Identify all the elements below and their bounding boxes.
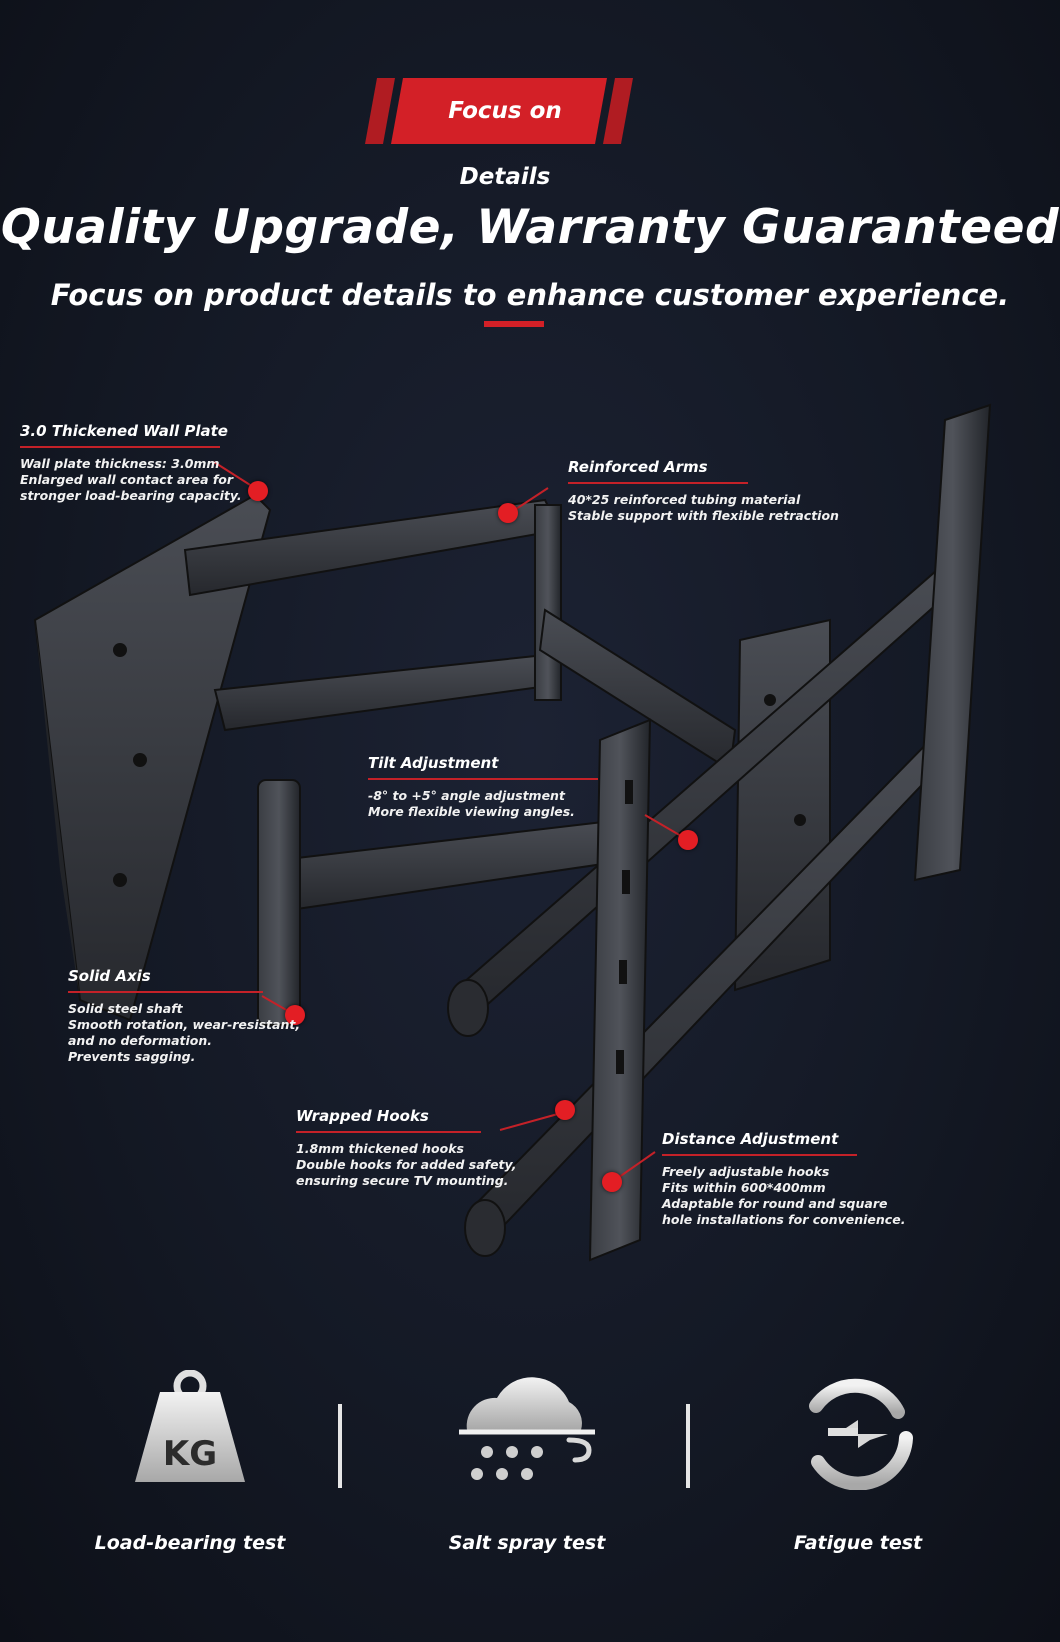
callout-line: -8° to +5° angle adjustment bbox=[368, 788, 565, 803]
callout-title: Solid Axis bbox=[68, 967, 151, 985]
callout-line: Prevents sagging. bbox=[68, 1049, 196, 1064]
feature-label: Salt spray test bbox=[448, 1532, 606, 1554]
callout-line: 40*25 reinforced tubing material bbox=[568, 492, 801, 507]
callout-body: 1.8mm thickened hooks Double hooks for a… bbox=[296, 1141, 516, 1189]
page-subheadline: Focus on product details to enhance cust… bbox=[50, 278, 1010, 312]
callout-body: Freely adjustable hooks Fits within 600*… bbox=[662, 1164, 905, 1228]
tv-wall-mount-illustration bbox=[33, 403, 992, 1262]
callout-line: Wall plate thickness: 3.0mm bbox=[20, 456, 220, 471]
callout-title: 3.0 Thickened Wall Plate bbox=[20, 422, 228, 440]
callout-line: Fits within 600*400mm bbox=[662, 1180, 826, 1195]
feature-label: Load-bearing test bbox=[94, 1532, 286, 1554]
callout-title: Wrapped Hooks bbox=[296, 1107, 429, 1125]
callout-line: stronger load-bearing capacity. bbox=[20, 488, 242, 503]
callout-title: Tilt Adjustment bbox=[368, 754, 499, 772]
badge-label: Focus on Details bbox=[448, 98, 562, 190]
feature-label: Fatigue test bbox=[793, 1532, 923, 1554]
marker-dot-wrapped-hooks bbox=[555, 1100, 575, 1120]
callout-line: Enlarged wall contact area for bbox=[20, 472, 234, 487]
callout-divider bbox=[662, 1154, 857, 1156]
callout-solid-axis: Solid Axis Solid steel shaft Smooth rota… bbox=[68, 967, 300, 1065]
callout-line: Adaptable for round and square bbox=[662, 1196, 888, 1211]
callout-body: 40*25 reinforced tubing material Stable … bbox=[568, 492, 839, 524]
rotation-cycle-icon bbox=[809, 1378, 913, 1491]
page-headline: Quality Upgrade, Warranty Guaranteed bbox=[0, 200, 1060, 255]
callout-line: More flexible viewing angles. bbox=[368, 804, 575, 819]
callout-body: -8° to +5° angle adjustment More flexibl… bbox=[368, 788, 598, 820]
marker-dot-wall-plate bbox=[248, 481, 268, 501]
marker-dot-distance-adjustment bbox=[602, 1172, 622, 1192]
callout-body: Wall plate thickness: 3.0mm Enlarged wal… bbox=[20, 456, 242, 504]
feature-separator bbox=[338, 1404, 342, 1488]
callout-line: and no deformation. bbox=[68, 1033, 213, 1048]
callout-wrapped-hooks: Wrapped Hooks 1.8mm thickened hooks Doub… bbox=[296, 1107, 516, 1189]
callout-divider bbox=[68, 991, 263, 993]
callout-divider bbox=[368, 778, 598, 780]
callout-line: ensuring secure TV mounting. bbox=[296, 1173, 509, 1188]
accent-underline bbox=[484, 321, 544, 327]
callout-line: Smooth rotation, wear-resistant, bbox=[68, 1017, 301, 1032]
marker-dot-solid-axis bbox=[285, 1005, 305, 1025]
callout-line: Stable support with flexible retraction bbox=[568, 508, 839, 523]
callout-divider bbox=[568, 482, 748, 484]
callout-line: Freely adjustable hooks bbox=[662, 1164, 830, 1179]
callout-divider bbox=[296, 1131, 481, 1133]
kg-weight-icon: KG bbox=[135, 1369, 245, 1482]
callout-line: hole installations for convenience. bbox=[662, 1212, 906, 1227]
focus-badge: Focus on Details bbox=[365, 78, 645, 190]
callout-title: Reinforced Arms bbox=[568, 458, 708, 476]
salt-spray-cloud-icon bbox=[459, 1377, 595, 1480]
feature-salt-spray: Salt spray test bbox=[397, 1370, 657, 1554]
feature-separator bbox=[686, 1404, 690, 1488]
callout-wall-plate: 3.0 Thickened Wall Plate Wall plate thic… bbox=[20, 422, 242, 504]
callout-body: Solid steel shaft Smooth rotation, wear-… bbox=[68, 1001, 300, 1065]
callout-title: Distance Adjustment bbox=[662, 1130, 839, 1148]
feature-load-bearing: KG Load-bearing test bbox=[60, 1369, 320, 1554]
callout-line: 1.8mm thickened hooks bbox=[296, 1141, 464, 1156]
callout-tilt-adjustment: Tilt Adjustment -8° to +5° angle adjustm… bbox=[368, 754, 598, 820]
callout-line: Solid steel shaft bbox=[68, 1001, 183, 1016]
badge-shape bbox=[365, 78, 633, 144]
feature-fatigue: Fatigue test bbox=[728, 1370, 988, 1554]
marker-dot-tilt-adjustment bbox=[678, 830, 698, 850]
callout-distance-adjustment: Distance Adjustment Freely adjustable ho… bbox=[662, 1130, 905, 1228]
callout-line: Double hooks for added safety, bbox=[296, 1157, 517, 1172]
kg-icon-text: KG bbox=[163, 1434, 217, 1474]
callout-reinforced-arms: Reinforced Arms 40*25 reinforced tubing … bbox=[568, 458, 839, 524]
marker-dot-reinforced-arms bbox=[498, 503, 518, 523]
callout-divider bbox=[20, 446, 220, 448]
